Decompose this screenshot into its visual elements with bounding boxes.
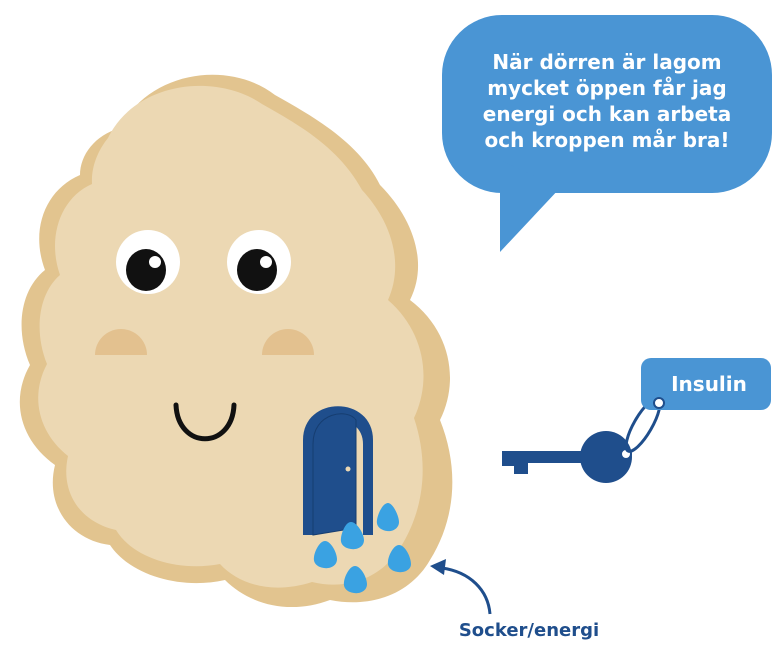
left-eye — [116, 230, 180, 294]
speech-line: När dörren är lagom — [457, 49, 757, 75]
speech-bubble: När dörren är lagom mycket öppen får jag… — [442, 15, 772, 193]
right-eye — [227, 230, 291, 294]
insulin-label: Insulin — [671, 372, 747, 396]
insulin-tag: Insulin — [641, 358, 771, 410]
arrow-icon — [430, 559, 490, 614]
cell-character — [20, 75, 453, 607]
speech-line: mycket öppen får jag — [457, 75, 757, 101]
door-icon — [303, 406, 373, 535]
sugar-energy-label: Socker/energi — [434, 620, 624, 641]
speech-line: energi och kan arbeta — [457, 101, 757, 127]
speech-bubble-text: När dörren är lagom mycket öppen får jag… — [457, 49, 757, 153]
speech-line: och kroppen mår bra! — [457, 127, 757, 153]
